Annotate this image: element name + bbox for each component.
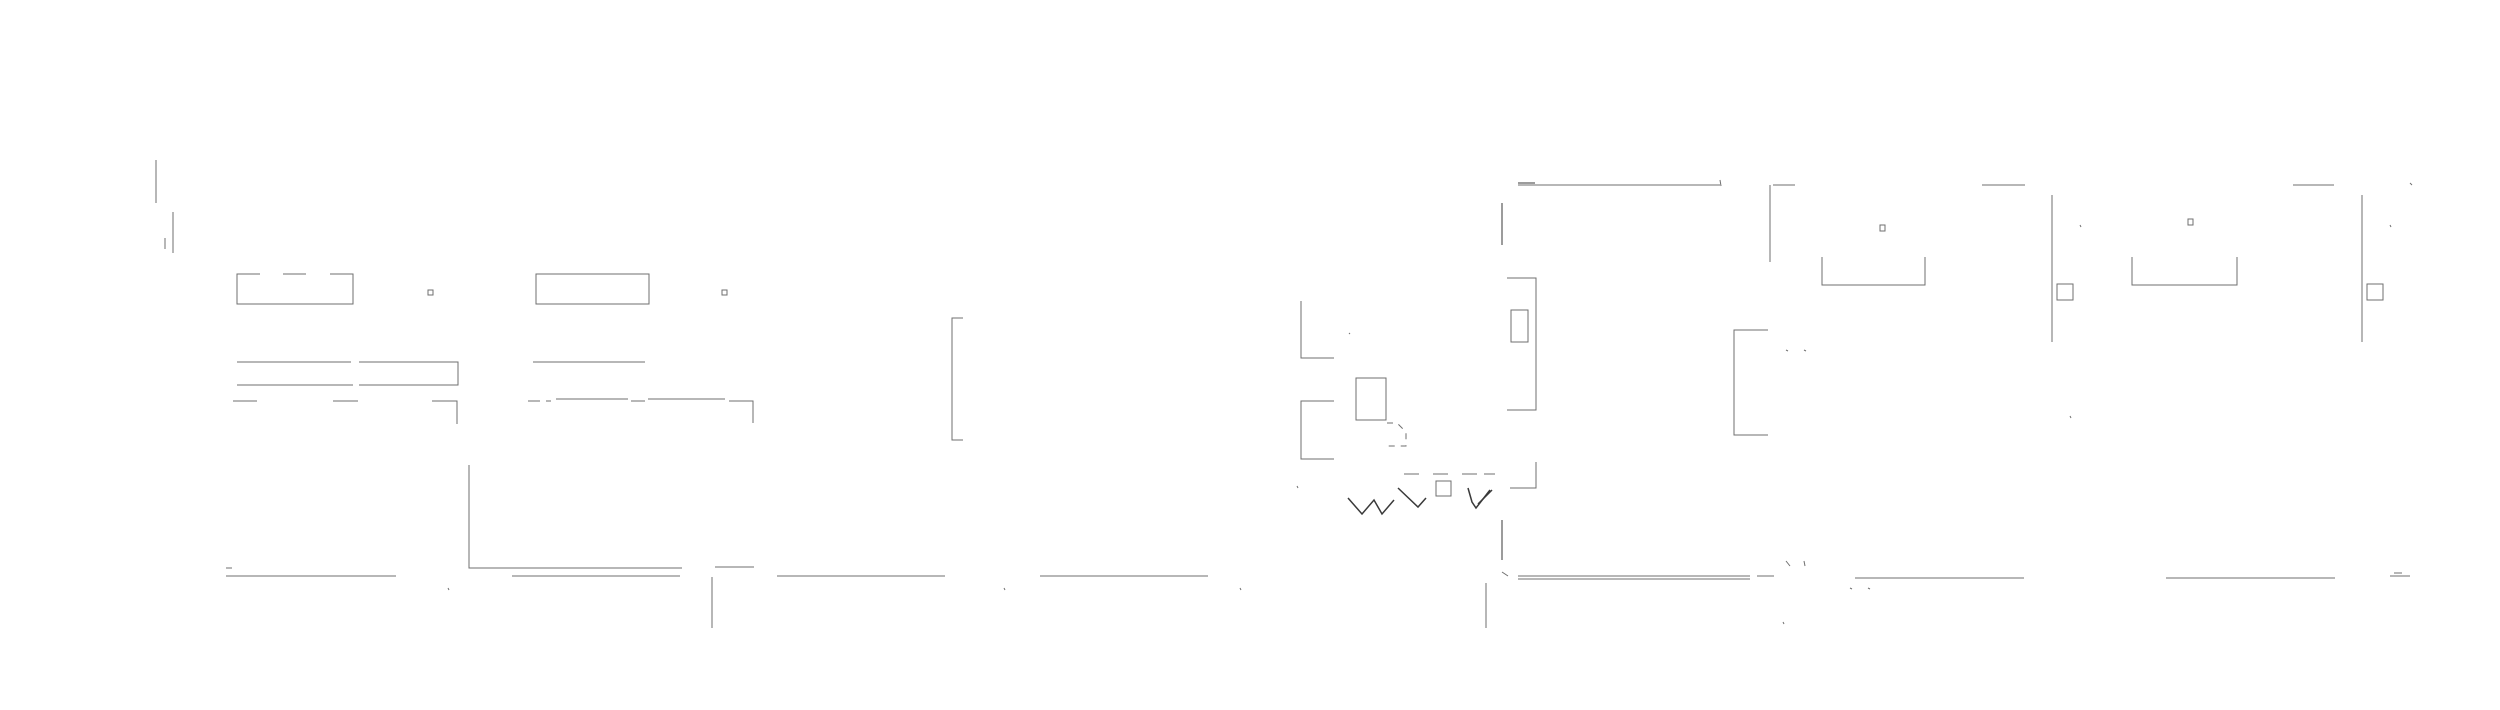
zigzag-line bbox=[1478, 490, 1492, 504]
small-square bbox=[2367, 284, 2383, 300]
zigzag-line bbox=[1468, 488, 1490, 508]
dashed-corner bbox=[1387, 423, 1406, 446]
small-square bbox=[722, 290, 727, 295]
small-square bbox=[428, 290, 433, 295]
corner-line bbox=[432, 401, 457, 424]
zigzag-line bbox=[1348, 498, 1394, 514]
tick-mark bbox=[1004, 588, 1005, 590]
box-outline bbox=[536, 274, 649, 304]
right-section bbox=[1822, 183, 2412, 578]
zigzag-line bbox=[1398, 488, 1426, 507]
tick-mark bbox=[448, 588, 449, 590]
bracket bbox=[1301, 301, 1334, 358]
tick-mark bbox=[1868, 588, 1870, 589]
tick-mark bbox=[1786, 350, 1788, 351]
rect-outline bbox=[1511, 310, 1528, 342]
left-section bbox=[156, 160, 1241, 628]
rect-outline bbox=[1356, 378, 1386, 420]
tick-mark bbox=[1783, 622, 1784, 624]
right-middle-section bbox=[1486, 180, 1870, 628]
tick-mark bbox=[2390, 225, 2391, 227]
bracket bbox=[1507, 278, 1536, 410]
small-square bbox=[2057, 284, 2073, 300]
open-box-outline bbox=[2132, 257, 2237, 285]
corner-line bbox=[1510, 462, 1536, 488]
tick-mark bbox=[2410, 183, 2412, 185]
middle-section bbox=[1297, 301, 1495, 496]
tick-mark bbox=[1240, 588, 1241, 590]
open-box-outline bbox=[1822, 257, 1925, 285]
zigzag-group bbox=[1348, 488, 1492, 514]
small-square bbox=[1436, 481, 1451, 496]
tick-mark bbox=[1804, 350, 1806, 351]
bracket bbox=[1734, 330, 1768, 435]
bracket bbox=[1301, 401, 1334, 459]
corner-line bbox=[729, 401, 753, 423]
tick-mark bbox=[1502, 572, 1508, 576]
tick-mark bbox=[1720, 180, 1721, 186]
tick-mark bbox=[1349, 333, 1350, 334]
open-box-outline bbox=[237, 274, 353, 304]
small-square bbox=[2188, 219, 2193, 225]
tick-mark bbox=[1804, 561, 1805, 566]
tick-mark bbox=[2080, 225, 2081, 227]
tick-mark bbox=[1850, 588, 1852, 589]
small-square bbox=[1880, 225, 1885, 231]
tick-mark bbox=[1786, 561, 1790, 566]
step-line bbox=[359, 362, 458, 385]
tick-mark bbox=[1297, 486, 1298, 488]
bracket bbox=[952, 318, 963, 440]
l-shaped-line bbox=[469, 465, 682, 568]
tick-mark bbox=[2070, 416, 2071, 418]
